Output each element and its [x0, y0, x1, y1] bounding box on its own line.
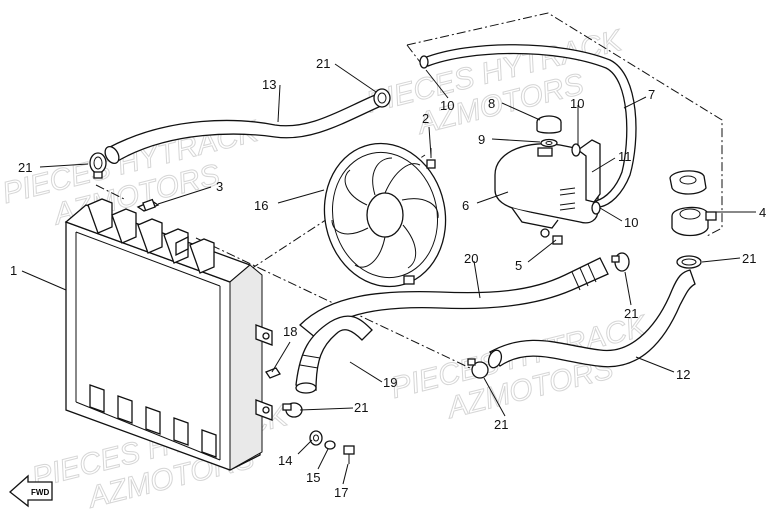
callout-labels: 1 2 3 4 5 6 7 8 9 10 10 10 11 12 13 14 1…	[10, 56, 766, 500]
callout-17: 17	[334, 485, 348, 500]
callout-10b: 10	[570, 96, 584, 111]
hose-clamps	[89, 88, 702, 418]
callout-2: 2	[422, 111, 429, 126]
temperature-sensor	[136, 198, 160, 212]
callout-20: 20	[464, 251, 478, 266]
callout-4: 4	[759, 205, 766, 220]
callout-11: 11	[618, 149, 632, 164]
callout-19: 19	[383, 375, 397, 390]
callout-21d: 21	[742, 251, 756, 266]
callout-21b: 21	[18, 160, 32, 175]
callout-16: 16	[254, 198, 268, 213]
callout-13: 13	[262, 77, 276, 92]
reservoir-tank	[494, 143, 599, 238]
small-clamps	[419, 55, 601, 215]
lower-right-hose	[487, 269, 696, 369]
leader-lines	[21, 63, 756, 485]
fwd-label: FWD	[31, 488, 49, 497]
callout-21c: 21	[624, 306, 638, 321]
callout-14: 14	[278, 453, 292, 468]
callout-1: 1	[10, 263, 17, 278]
callout-9: 9	[478, 132, 485, 147]
callout-8: 8	[488, 96, 495, 111]
drain-parts	[265, 367, 355, 464]
callout-10a: 10	[440, 98, 454, 113]
callout-5: 5	[515, 258, 522, 273]
cooling-fan	[323, 142, 447, 288]
bolt-5	[552, 235, 563, 245]
callout-3: 3	[216, 179, 223, 194]
callout-6: 6	[462, 198, 469, 213]
callout-18: 18	[283, 324, 297, 339]
lower-left-hose	[295, 315, 373, 394]
reservoir-bracket	[576, 139, 601, 203]
callout-15: 15	[306, 470, 320, 485]
callout-21f: 21	[494, 417, 508, 432]
callout-10c: 10	[624, 215, 638, 230]
fwd-arrow-icon: FWD	[8, 474, 53, 508]
callout-12: 12	[676, 367, 690, 382]
reservoir-cap	[536, 115, 562, 148]
radiator-cap	[669, 170, 717, 237]
callout-21a: 21	[316, 56, 330, 71]
callout-21e: 21	[354, 400, 368, 415]
callout-7: 7	[648, 87, 655, 102]
radiator	[64, 198, 273, 471]
bypass-hose	[299, 257, 609, 339]
